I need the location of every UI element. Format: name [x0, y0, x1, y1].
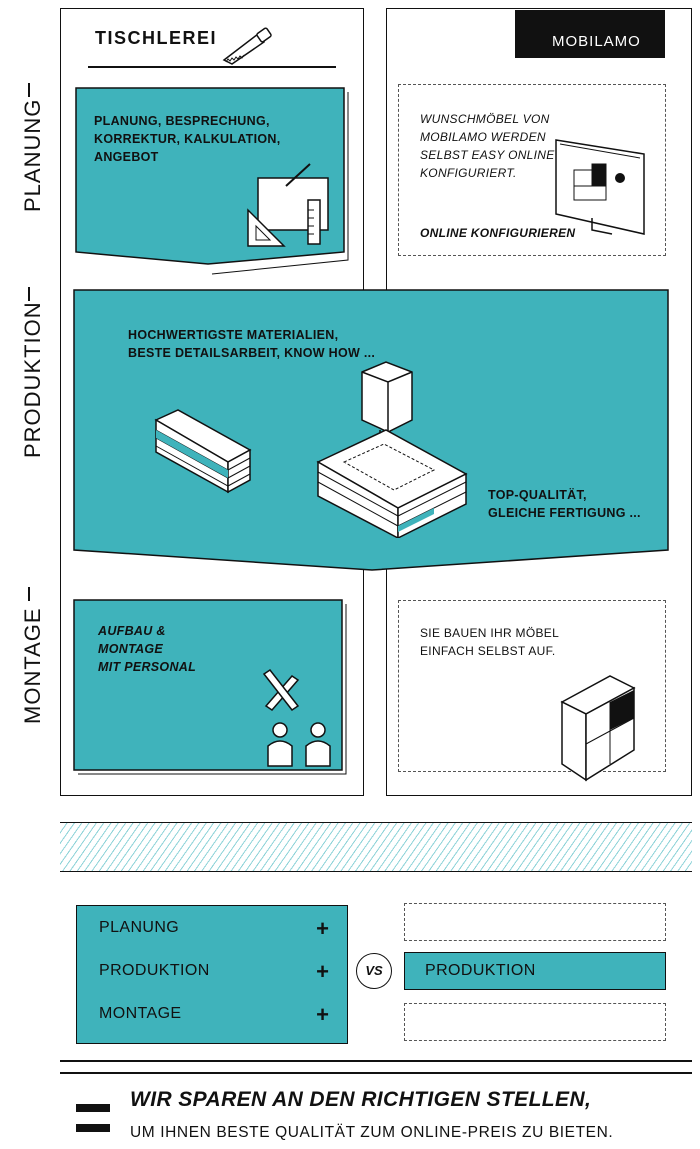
- comparison-left-box: PLANUNG + PRODUKTION + MONTAGE +: [76, 905, 348, 1044]
- produktion-band-shape: [73, 289, 669, 571]
- tools-icon: [262, 668, 300, 712]
- header-underline: [88, 66, 336, 68]
- planung-line-1: PLANUNG, BESPRECHUNG,: [94, 114, 270, 128]
- produktion-text-top: HOCHWERTIGSTE MATERIALIEN, BESTE DETAILS…: [128, 326, 375, 362]
- produktion-text-bottom: TOP-QUALITÄT, GLEICHE FERTIGUNG ...: [488, 486, 641, 522]
- brand-badge: [515, 10, 665, 58]
- montage-line-1: AUFBAU &: [98, 624, 166, 638]
- saw-icon: [222, 27, 272, 65]
- plus-icon: +: [316, 959, 329, 984]
- equals-icon: [76, 1104, 110, 1112]
- footer-rule-top: [60, 1060, 692, 1062]
- montage-right-card: [398, 600, 666, 772]
- planung-left-text: PLANUNG, BESPRECHUNG, KORREKTUR, KALKULA…: [94, 112, 281, 166]
- planung-right-line-2: MOBILAMO WERDEN: [420, 130, 546, 144]
- brand-name: MOBILAMO: [552, 33, 641, 50]
- cnc-machine-icon: [316, 361, 468, 538]
- compare-right-label: PRODUKTION: [425, 962, 536, 979]
- vs-label: VS: [365, 963, 383, 978]
- footer-rule-bottom: [60, 1072, 692, 1074]
- side-mark-planung: [28, 83, 30, 97]
- montage-line-2: MONTAGE: [98, 642, 164, 656]
- produktion-line-4: GLEICHE FERTIGUNG ...: [488, 506, 641, 520]
- planung-right-line-1: WUNSCHMÖBEL VON: [420, 112, 550, 126]
- side-label-produktion: PRODUKTION: [20, 301, 45, 458]
- workers-icon: [267, 722, 331, 767]
- side-label-planung: PLANUNG: [20, 98, 45, 212]
- compare-empty-slot-top: [404, 903, 666, 941]
- planung-right-card: [398, 84, 666, 256]
- compare-label-produktion: PRODUKTION: [99, 962, 210, 979]
- montage-line-3: MIT PERSONAL: [98, 660, 197, 674]
- planung-right-line-4: KONFIGURIERT.: [420, 166, 517, 180]
- produktion-line-3: TOP-QUALITÄT,: [488, 488, 587, 502]
- compare-label-planung: PLANUNG: [99, 919, 180, 936]
- side-label-montage: MONTAGE: [20, 607, 45, 724]
- montage-left-text: AUFBAU & MONTAGE MIT PERSONAL: [98, 622, 196, 676]
- planung-right-line-3: SELBST EASY ONLINE: [420, 148, 555, 162]
- wood-boards-icon: [154, 409, 252, 494]
- online-configure-link[interactable]: ONLINE KONFIGURIEREN: [420, 226, 576, 240]
- footer-headline: WIR SPAREN AN DEN RICHTIGEN STELLEN,: [130, 1088, 592, 1111]
- tischlerei-title: TISCHLEREI: [95, 28, 218, 48]
- drafting-icon: [247, 163, 329, 247]
- plus-icon: +: [316, 916, 329, 941]
- produktion-line-2: BESTE DETAILSARBEIT, KNOW HOW ...: [128, 346, 376, 360]
- plus-icon: +: [316, 1002, 329, 1027]
- hatched-divider: [60, 822, 692, 872]
- planung-line-3: ANGEBOT: [94, 150, 159, 164]
- montage-right-line-1: SIE BAUEN IHR MÖBEL: [420, 626, 560, 640]
- equals-icon-bar: [76, 1124, 110, 1132]
- monitor-icon: [555, 139, 645, 235]
- compare-label-montage: MONTAGE: [99, 1005, 182, 1022]
- footer-subline: UM IHNEN BESTE QUALITÄT ZUM ONLINE-PREIS…: [130, 1124, 614, 1141]
- compare-empty-slot-bottom: [404, 1003, 666, 1041]
- comparison-right-box: PRODUKTION: [404, 952, 666, 990]
- produktion-line-1: HOCHWERTIGSTE MATERIALIEN,: [128, 328, 339, 342]
- montage-right-text: SIE BAUEN IHR MÖBEL EINFACH SELBST AUF.: [420, 624, 559, 660]
- montage-right-line-2: EINFACH SELBST AUF.: [420, 644, 556, 658]
- side-mark-montage: [28, 587, 30, 601]
- planung-right-text: WUNSCHMÖBEL VON MOBILAMO WERDEN SELBST E…: [420, 110, 555, 182]
- vs-badge: [356, 953, 392, 989]
- assembled-furniture-icon: [560, 675, 636, 782]
- side-mark-produktion: [28, 287, 30, 301]
- planung-line-2: KORREKTUR, KALKULATION,: [94, 132, 281, 146]
